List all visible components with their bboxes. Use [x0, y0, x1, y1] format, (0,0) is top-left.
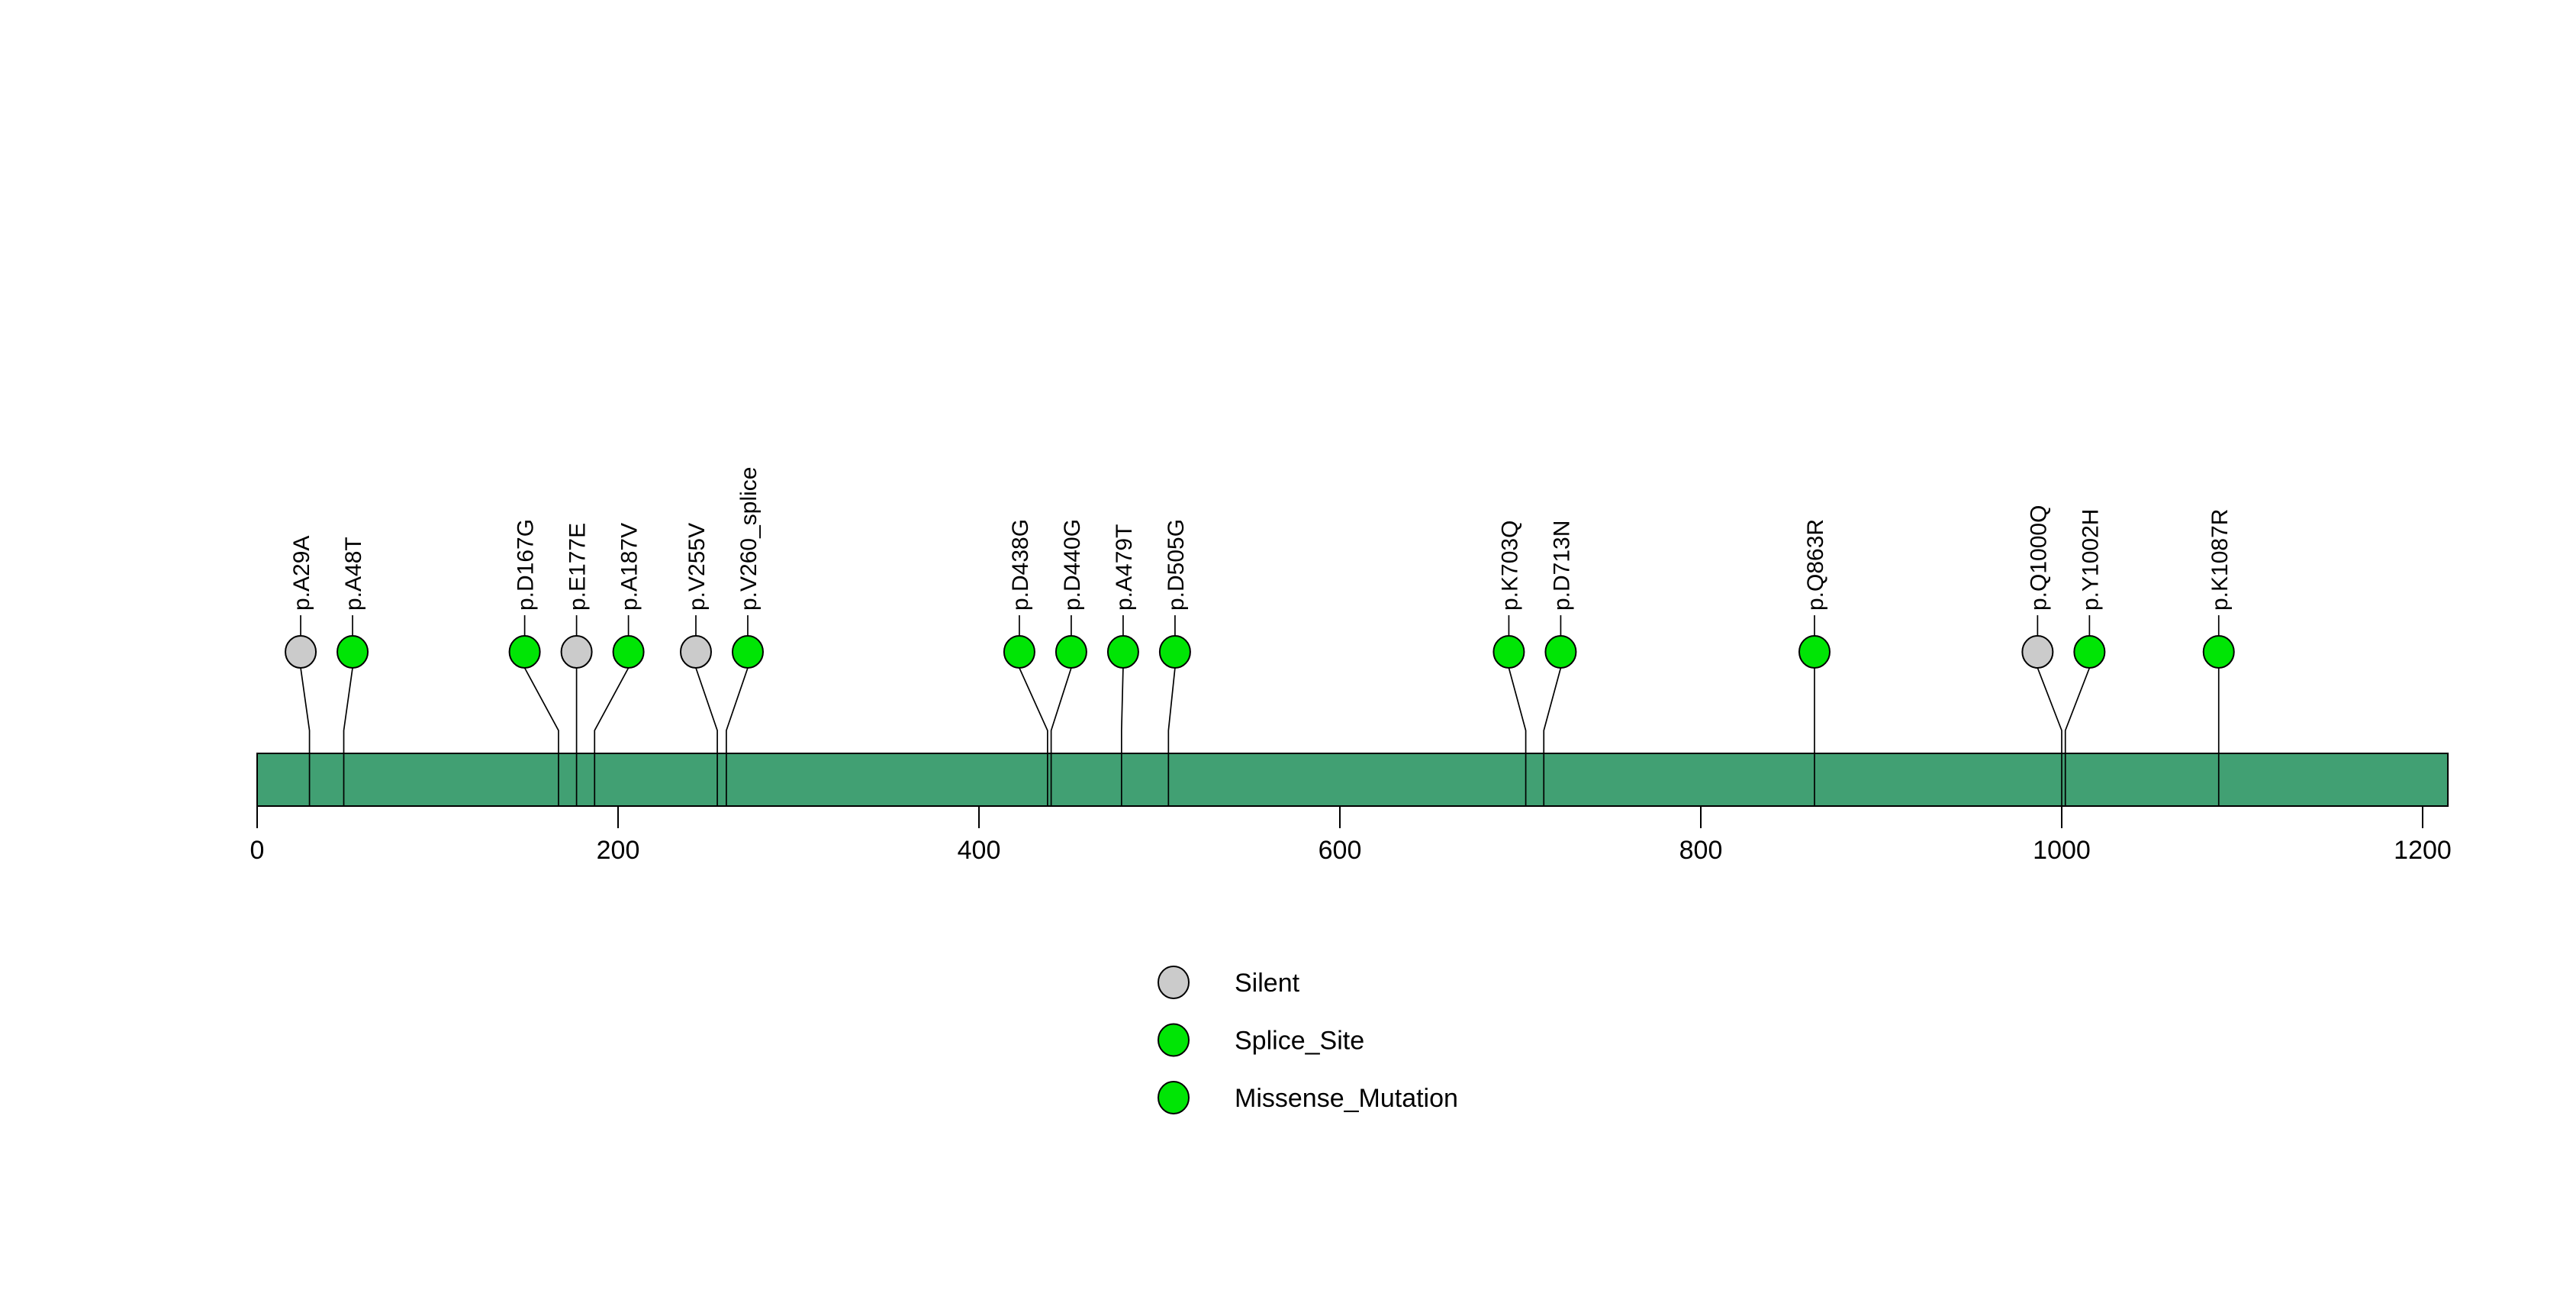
mutation-label: p.Q1000Q: [2026, 505, 2051, 611]
lollipop-stick: [594, 667, 630, 806]
lollipop-stick: [726, 667, 749, 806]
lollipop-circle: [2021, 635, 2054, 669]
axis-tick-label: 600: [1319, 836, 1362, 865]
mutation-lollipop: p.A479T: [1106, 524, 1139, 806]
lollipop-circle: [1055, 635, 1087, 669]
mutation-lollipop: p.D505G: [1158, 519, 1191, 806]
lollipop-stick: [1543, 667, 1562, 806]
mutation-lollipop: p.A187V: [594, 523, 645, 806]
protein-bar: [256, 753, 2449, 807]
mutation-lollipop: p.K1087R: [2202, 509, 2235, 806]
lollipop-stick: [343, 667, 353, 806]
mutation-label: p.A187V: [617, 523, 642, 611]
mutation-label: p.A479T: [1112, 524, 1137, 611]
lollipop-circle: [1106, 635, 1139, 669]
lollipop-circle: [679, 635, 712, 669]
mutation-label: p.K703Q: [1497, 521, 1522, 611]
mutation-label: p.V255V: [684, 523, 710, 611]
lollipop-stick: [2064, 667, 2091, 806]
legend-swatch: [1158, 1081, 1190, 1114]
mutation-lollipop: p.V255V: [679, 523, 718, 806]
lollipop-circle: [1492, 635, 1525, 669]
lollipop-circle: [1544, 635, 1577, 669]
mutation-label: p.D440G: [1060, 519, 1085, 611]
mutation-label: p.D505G: [1164, 519, 1189, 611]
mutation-label: p.Y1002H: [2078, 509, 2103, 611]
lollipop-stick: [300, 667, 311, 806]
mutation-label: p.K1087R: [2207, 509, 2233, 611]
mutation-lollipop: p.E177E: [560, 523, 593, 806]
mutation-label: p.D438G: [1008, 519, 1033, 611]
lollipop-circle: [336, 635, 369, 669]
mutation-lollipop: p.D167G: [508, 519, 559, 806]
mutation-lollipop: p.Q863R: [1798, 519, 1831, 806]
lollipop-stick: [695, 667, 718, 806]
axis-tick-label: 800: [1679, 836, 1723, 865]
legend-label: Splice_Site: [1235, 1027, 1364, 1056]
mutation-lollipop: p.V260_splice: [726, 467, 764, 806]
lollipop-circle: [731, 635, 764, 669]
lollipop-stick: [523, 667, 559, 806]
lollipop-stick: [2037, 667, 2062, 806]
mutation-lollipop: p.A48T: [336, 537, 369, 806]
lollipop-stick: [1508, 667, 1527, 806]
axis-tick-label: 400: [958, 836, 1001, 865]
mutation-label: p.V260_splice: [736, 467, 762, 611]
axis-tick-label: 1000: [2033, 836, 2091, 865]
mutation-label: p.E177E: [565, 523, 591, 611]
lollipop-stick: [1050, 667, 1072, 806]
axis-tick-label: 200: [597, 836, 640, 865]
lollipop-circle: [612, 635, 645, 669]
lollipop-circle: [560, 635, 593, 669]
lollipop-circle: [1798, 635, 1831, 669]
mutation-label: p.D167G: [514, 519, 539, 611]
mutation-lollipop: p.A29A: [285, 536, 317, 806]
mutation-lollipop: p.D440G: [1050, 519, 1087, 806]
lollipop-circle: [508, 635, 541, 669]
mutation-lollipop: p.Y1002H: [2064, 509, 2106, 806]
x-axis: 0 200 400 600 800 1000 1200: [250, 806, 2452, 865]
legend-swatch: [1158, 966, 1190, 999]
lollipop-circle: [1158, 635, 1191, 669]
mutation-lollipop: p.K703Q: [1492, 521, 1527, 806]
mutation-label: p.D713N: [1549, 521, 1574, 611]
legend-label: Silent: [1235, 969, 1300, 998]
lollipop-stick: [1167, 667, 1176, 806]
legend-swatch: [1158, 1023, 1190, 1057]
lollipop-circle: [1003, 635, 1035, 669]
lollipop-circle: [2073, 635, 2106, 669]
mutation-lollipop: p.D713N: [1543, 521, 1577, 806]
mutation-label: p.Q863R: [1803, 519, 1828, 611]
mutation-lollipop: p.D438G: [1003, 519, 1048, 806]
legend-label: Missense_Mutation: [1235, 1084, 1458, 1113]
axis-tick-label: 0: [250, 836, 265, 865]
axis-tick-label: 1200: [2394, 836, 2452, 865]
mutation-label: p.A48T: [341, 537, 366, 611]
lollipop-stick: [1019, 667, 1048, 806]
lollipop-circle: [2202, 635, 2235, 669]
lollipop-stick: [1120, 667, 1124, 806]
protein-backbone-group: [256, 753, 2449, 807]
lollipop-circle: [285, 635, 317, 669]
mutation-lollipop: p.Q1000Q: [2021, 505, 2062, 806]
mutation-label: p.A29A: [289, 536, 314, 611]
